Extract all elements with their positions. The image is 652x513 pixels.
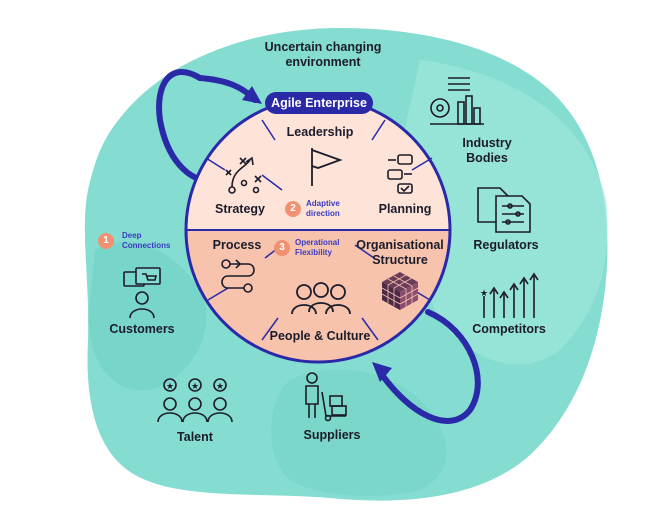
spoke-8 xyxy=(207,287,229,301)
cube-icon xyxy=(381,272,419,310)
environment-title-line-1: Uncertain changing xyxy=(264,40,382,54)
callout-3-line-1: Operational xyxy=(295,238,340,247)
spoke-3 xyxy=(205,157,226,171)
stakeholder-regulators: Regulators xyxy=(473,238,539,252)
callout-3-line-2: Flexibility xyxy=(295,248,332,257)
callout-text-2: Adaptive direction xyxy=(306,199,340,219)
segment-strategy: Strategy xyxy=(214,202,266,216)
callout-1-line-1: Deep xyxy=(122,231,142,240)
svg-text:★: ★ xyxy=(166,382,174,392)
agile-enterprise-label: Agile Enterprise xyxy=(265,92,373,114)
callout-badge-1: 1 xyxy=(98,233,114,249)
competitors-icon xyxy=(483,272,539,318)
industry-bodies-line-2: Bodies xyxy=(466,151,508,165)
spoke-1 xyxy=(261,119,276,141)
stakeholder-competitors: Competitors xyxy=(472,322,546,336)
stakeholder-talent: Talent xyxy=(177,430,213,444)
environment-title-line-2: environment xyxy=(285,55,361,69)
environment-title: Uncertain changing environment xyxy=(248,40,398,70)
segment-leadership: Leadership xyxy=(286,125,354,139)
callout-text-1: Deep Connections xyxy=(122,231,170,251)
callout-1-line-2: Connections xyxy=(122,241,171,250)
spoke-5 xyxy=(261,174,283,191)
people-icon xyxy=(291,282,351,315)
cycle-arrow-bottom xyxy=(377,309,481,424)
segment-org-structure: Organisational Structure xyxy=(350,238,450,268)
competitor-star: ★ xyxy=(480,289,488,299)
suppliers-icon xyxy=(305,372,347,422)
customers-icon xyxy=(123,267,161,319)
talent-icon xyxy=(157,378,233,423)
svg-text:★: ★ xyxy=(191,382,199,392)
process-icon xyxy=(221,259,255,293)
regulators-icon xyxy=(477,187,531,233)
org-structure-line-2: Structure xyxy=(372,253,428,267)
segment-planning: Planning xyxy=(378,202,432,216)
spoke-2 xyxy=(371,119,386,141)
segment-process: Process xyxy=(212,238,262,252)
callout-2-line-2: direction xyxy=(306,209,340,218)
stakeholder-suppliers: Suppliers xyxy=(303,428,361,442)
spoke-7 xyxy=(354,244,375,259)
cycle-arrow-top-head xyxy=(242,86,262,104)
org-structure-line-1: Organisational xyxy=(356,238,444,252)
callout-badge-3: 3 xyxy=(274,240,290,256)
callout-2-line-1: Adaptive xyxy=(306,199,340,208)
spoke-10 xyxy=(261,317,279,341)
industry-bodies-line-1: Industry xyxy=(462,136,512,150)
segment-people-culture: People & Culture xyxy=(269,329,371,343)
svg-text:★: ★ xyxy=(216,382,224,392)
callout-badge-2: 2 xyxy=(285,201,301,217)
strategy-icon xyxy=(225,156,262,194)
callout-text-3: Operational Flexibility xyxy=(295,238,339,258)
spoke-4 xyxy=(411,157,433,171)
flag-icon xyxy=(311,148,343,186)
planning-icon xyxy=(387,154,413,194)
stakeholder-customers: Customers xyxy=(109,322,175,336)
blob-shade-left xyxy=(88,242,207,391)
stakeholder-industry-bodies: Industry Bodies xyxy=(452,136,522,166)
talent-stars: ★ ★ ★ xyxy=(166,382,224,392)
industry-bodies-icon xyxy=(430,77,484,125)
cycle-arrow-bottom-head xyxy=(372,362,392,382)
spoke-11 xyxy=(361,317,379,341)
